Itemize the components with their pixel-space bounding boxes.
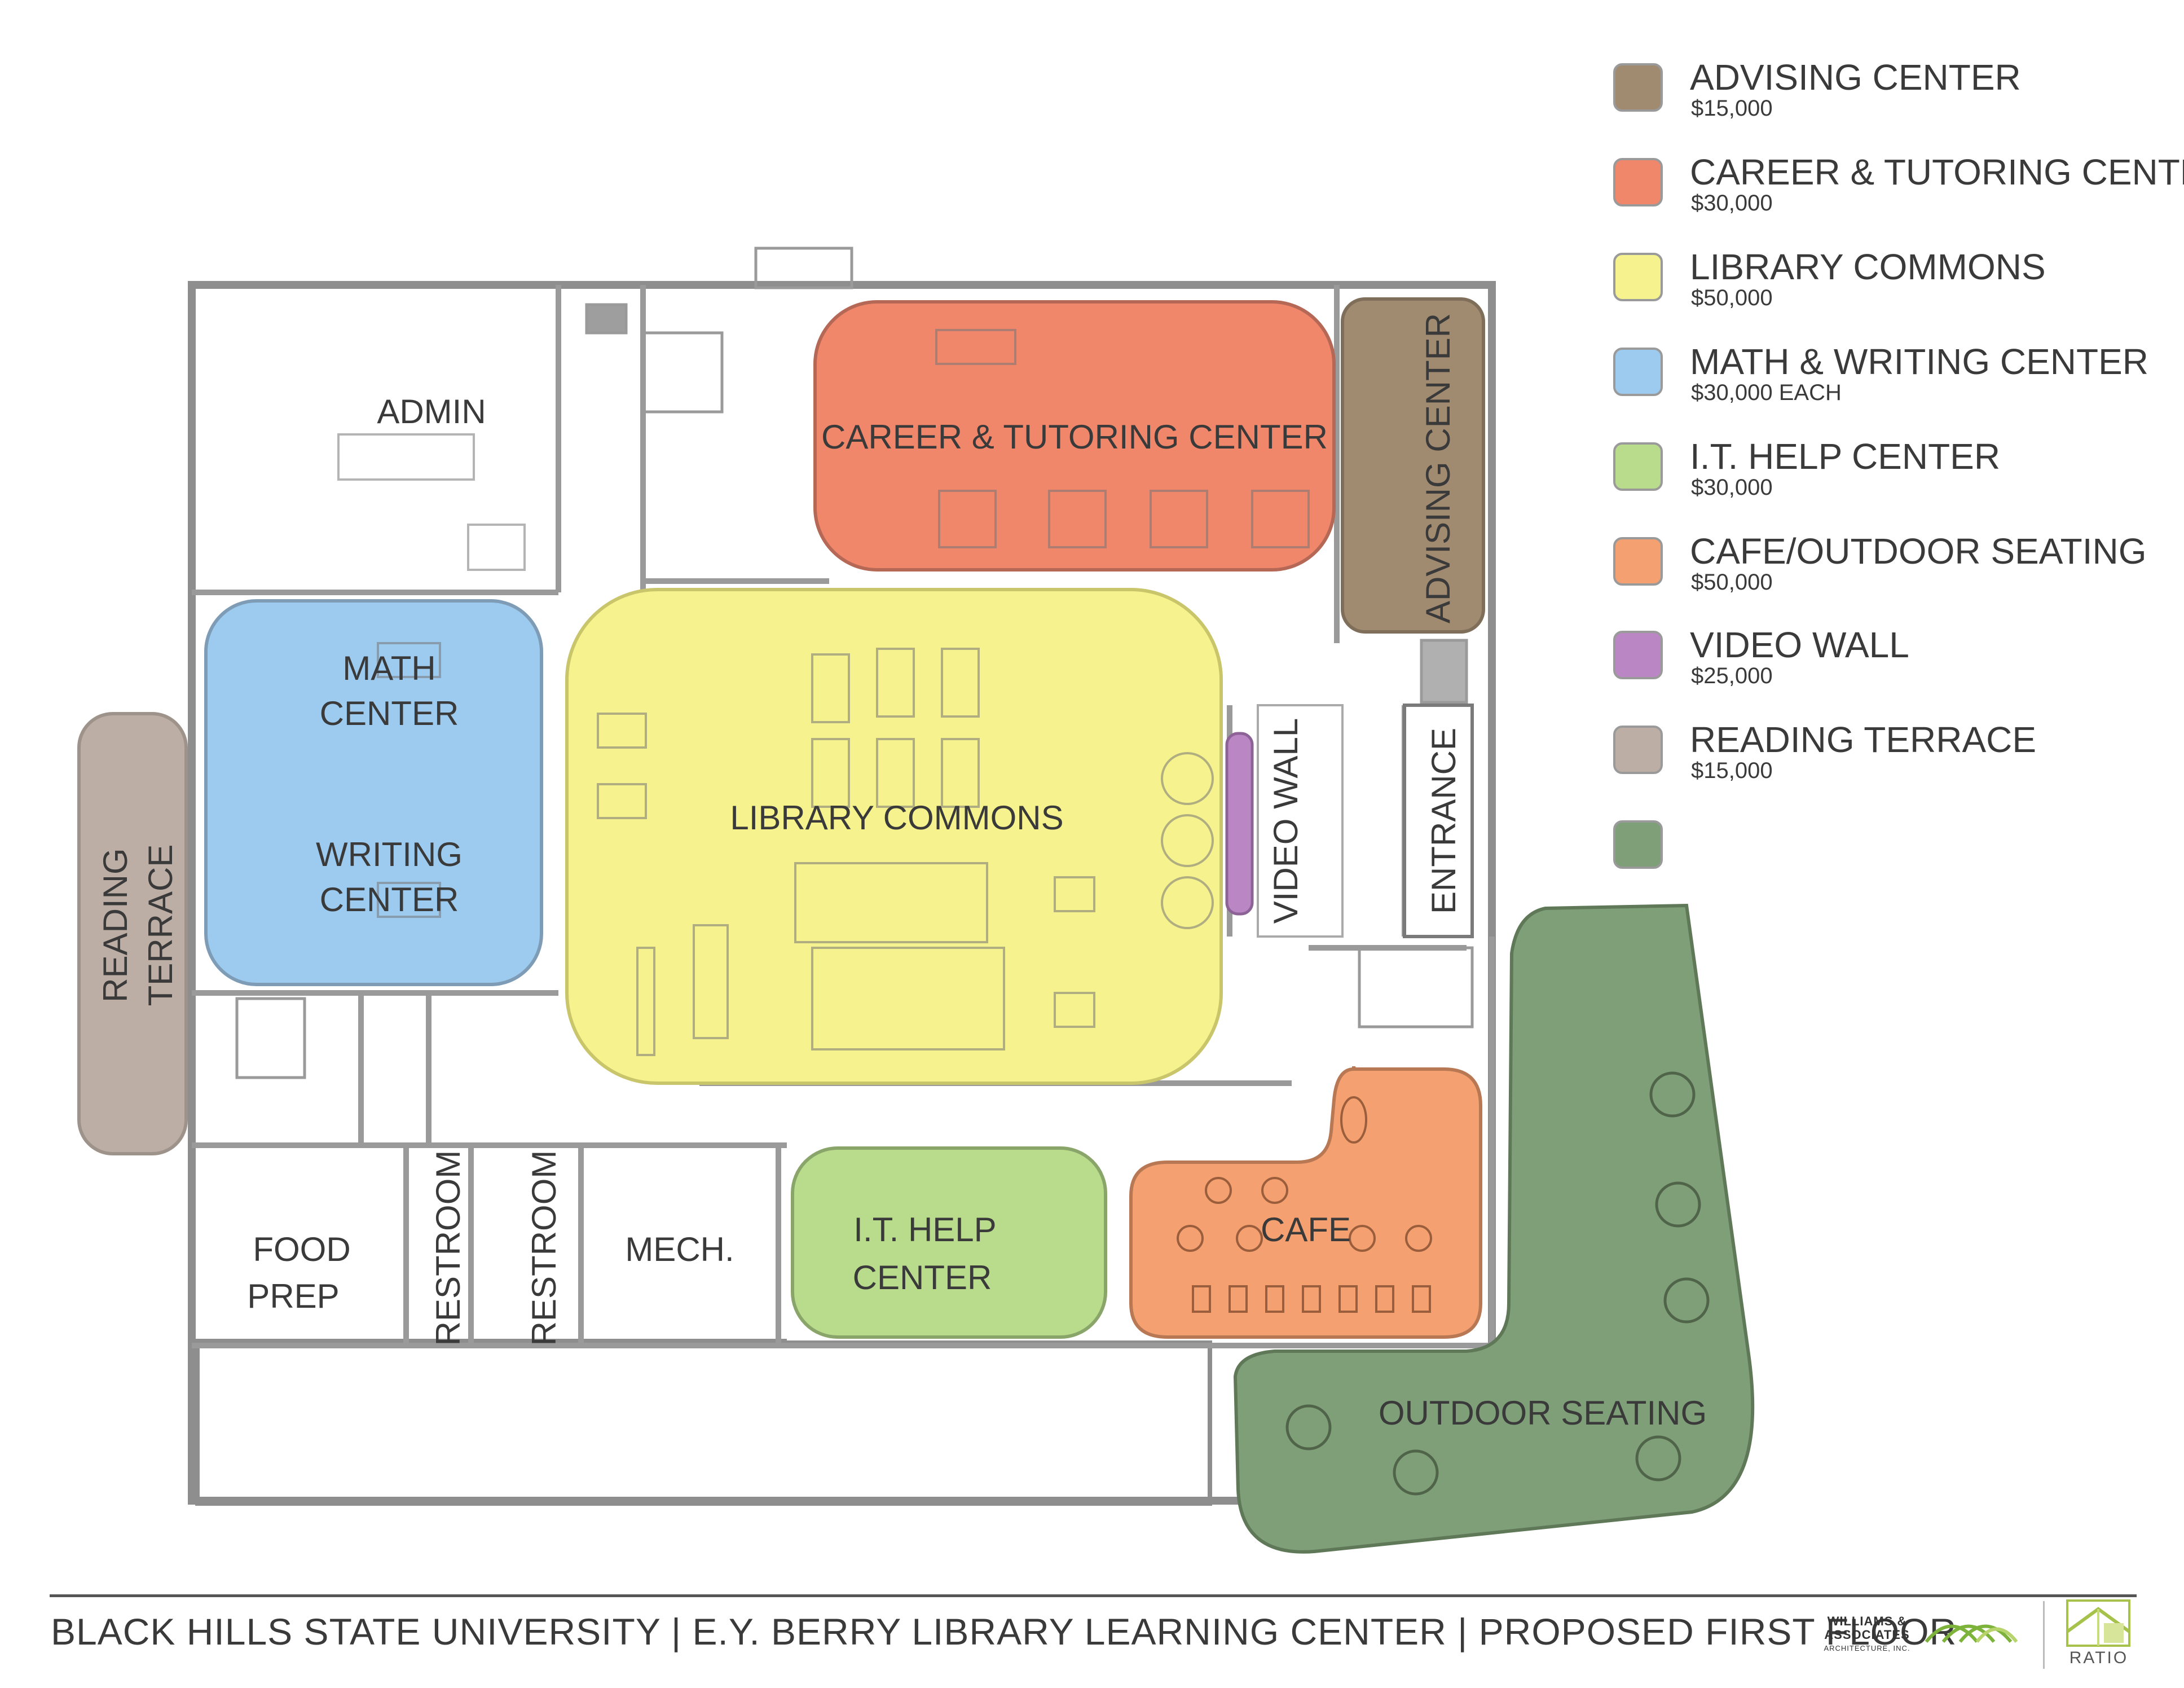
legend-item-cafe-outdoor: CAFE/OUTDOOR SEATING $50,000 [1613,530,2177,609]
legend-name: VIDEO WALL [1690,625,1909,665]
firm-name-line-2: ASSOCIATES [1824,1628,1910,1642]
legend-name: READING TERRACE [1690,719,2037,760]
legend-cost: $50,000 [1691,570,1773,595]
legend-item-it-help: I.T. HELP CENTER $30,000 [1613,436,2177,515]
room-label-cafe: CAFE [1261,1211,1351,1249]
it-help-zone [791,1146,1107,1339]
entrance-vestibule [1403,704,1474,938]
firm-name-line-3: ARCHITECTURE, INC. [1824,1644,1910,1652]
ratio-logo-text: RATIO [2069,1649,2129,1667]
room-label-entrance: ENTRANCE [1425,728,1463,914]
legend-cost: $15,000 [1691,758,1773,783]
legend-swatch [1613,158,1663,206]
career-tutoring-zone [813,300,1336,572]
room-label-advising: ADVISING CENTER [1419,313,1457,623]
legend-item-advising: ADVISING CENTER $15,000 [1613,56,2177,135]
room-label-it-2: CENTER [853,1259,992,1296]
legend-swatch [1613,348,1663,396]
legend-swatch [1613,537,1663,586]
room-label-writing-1: WRITING [316,836,463,873]
room-label-it-1: I.T. HELP [853,1211,996,1249]
legend-name: LIBRARY COMMONS [1690,247,2046,287]
room-label-admin: ADMIN [377,393,486,430]
legend-swatch [1613,442,1663,491]
library-commons-zone [565,588,1223,1085]
legend-item-reading-terrace: READING TERRACE $15,000 [1613,719,2177,798]
williams-associates-arc-icon [1925,1624,2018,1643]
legend-name: CAFE/OUTDOOR SEATING [1690,531,2147,572]
legend-swatch [1613,631,1663,679]
legend-name: ADVISING CENTER [1690,57,2021,98]
furniture [337,329,1310,1056]
legend-item-career: CAREER & TUTORING CENTER $30,000 [1613,151,2184,230]
legend-swatch [1613,63,1663,112]
video-wall-box [1257,704,1344,938]
room-label-mech: MECH. [625,1230,734,1268]
room-label-career: CAREER & TUTORING CENTER [821,418,1328,456]
legend-item-math-writing: MATH & WRITING CENTER $30,000 EACH [1613,341,2177,420]
room-label-math-2: CENTER [320,694,459,732]
footer-separator [2043,1601,2045,1669]
room-label-reading-2: TERRACE [142,845,179,1006]
outdoor-tables [1285,1071,1710,1496]
legend-swatch [1613,820,1663,869]
legend-swatch [1613,253,1663,301]
legend-cost: $25,000 [1691,663,1773,688]
legend-name: MATH & WRITING CENTER [1690,341,2148,382]
room-label-restroom-a: RESTROOM [429,1150,467,1346]
legend-cost: $15,000 [1691,96,1773,121]
room-label-reading-1: READING [96,848,134,1002]
legend-cost: $30,000 [1691,475,1773,500]
video-wall-zone [1225,732,1254,916]
math-writing-zone [204,599,543,986]
legend-cost: $30,000 [1691,191,1773,216]
reading-terrace-zone [77,712,188,1155]
legend-cost: $50,000 [1691,285,1773,310]
cafe-tables [1177,1096,1432,1313]
legend-swatch [1613,726,1663,774]
legend-item-video-wall: VIDEO WALL $25,000 [1613,624,2177,703]
room-label-outdoor: OUTDOOR SEATING [1379,1394,1707,1432]
ratio-logo-icon [2066,1599,2130,1647]
williams-associates-logo-text: WILLIAMS & ASSOCIATES ARCHITECTURE, INC. [1811,1615,1923,1655]
room-label-food-1: FOOD [253,1230,350,1268]
advising-zone [1341,297,1485,634]
cafe-zone [1129,1066,1482,1339]
footer-title: BLACK HILLS STATE UNIVERSITY | E.Y. BERR… [51,1611,1957,1652]
room-label-writing-2: CENTER [320,881,459,918]
room-label-video-wall: VIDEO WALL [1267,718,1305,924]
room-label-food-2: PREP [247,1277,339,1315]
legend-cost: $30,000 EACH [1691,380,1842,405]
legend-name: I.T. HELP CENTER [1690,436,2001,477]
outdoor-seating-zone [1233,903,1755,1554]
room-label-restroom-b: RESTROOM [525,1150,563,1346]
firm-name-line-1: WILLIAMS & [1827,1614,1907,1628]
stairs [235,247,1474,1079]
legend-item-library: LIBRARY COMMONS $50,000 [1613,246,2177,325]
legend-name: CAREER & TUTORING CENTER [1690,152,2184,192]
room-label-math-1: MATH [342,649,436,687]
room-label-library: LIBRARY COMMONS [730,799,1063,837]
legend-item-outdoor [1613,814,2177,893]
footer-rule [50,1594,2137,1597]
